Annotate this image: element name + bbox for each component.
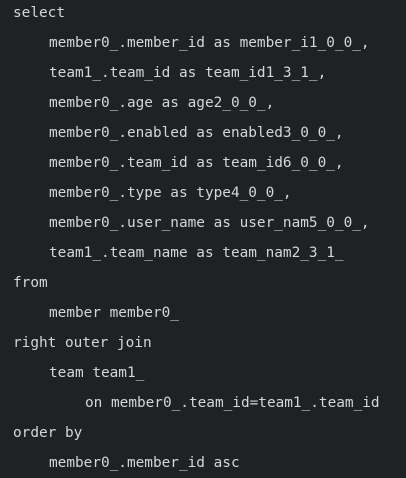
sql-join-condition-line: on member0_.team_id=team1_.team_id xyxy=(85,395,380,411)
sql-column-line: member0_.team_id as team_id6_0_0_, xyxy=(49,155,344,171)
sql-keyword-line: select xyxy=(13,5,65,21)
sql-table-line: member member0_ xyxy=(49,305,179,321)
sql-column-line: member0_.enabled as enabled3_0_0_, xyxy=(49,125,344,141)
sql-column-line: member0_.member_id as member_i1_0_0_, xyxy=(49,35,370,51)
sql-column-line: team1_.team_name as team_nam2_3_1_ xyxy=(49,245,344,261)
sql-order-line: member0_.member_id asc xyxy=(49,455,240,471)
sql-keyword-line: from xyxy=(13,275,48,291)
sql-column-line: member0_.type as type4_0_0_, xyxy=(49,185,292,201)
sql-keyword-line: order by xyxy=(13,425,83,441)
sql-column-line: team1_.team_id as team_id1_3_1_, xyxy=(49,65,327,81)
sql-keyword-line: right outer join xyxy=(13,335,152,351)
sql-column-line: member0_.user_name as user_nam5_0_0_, xyxy=(49,215,370,231)
sql-table-line: team team1_ xyxy=(49,365,145,381)
sql-column-line: member0_.age as age2_0_0_, xyxy=(49,95,275,111)
